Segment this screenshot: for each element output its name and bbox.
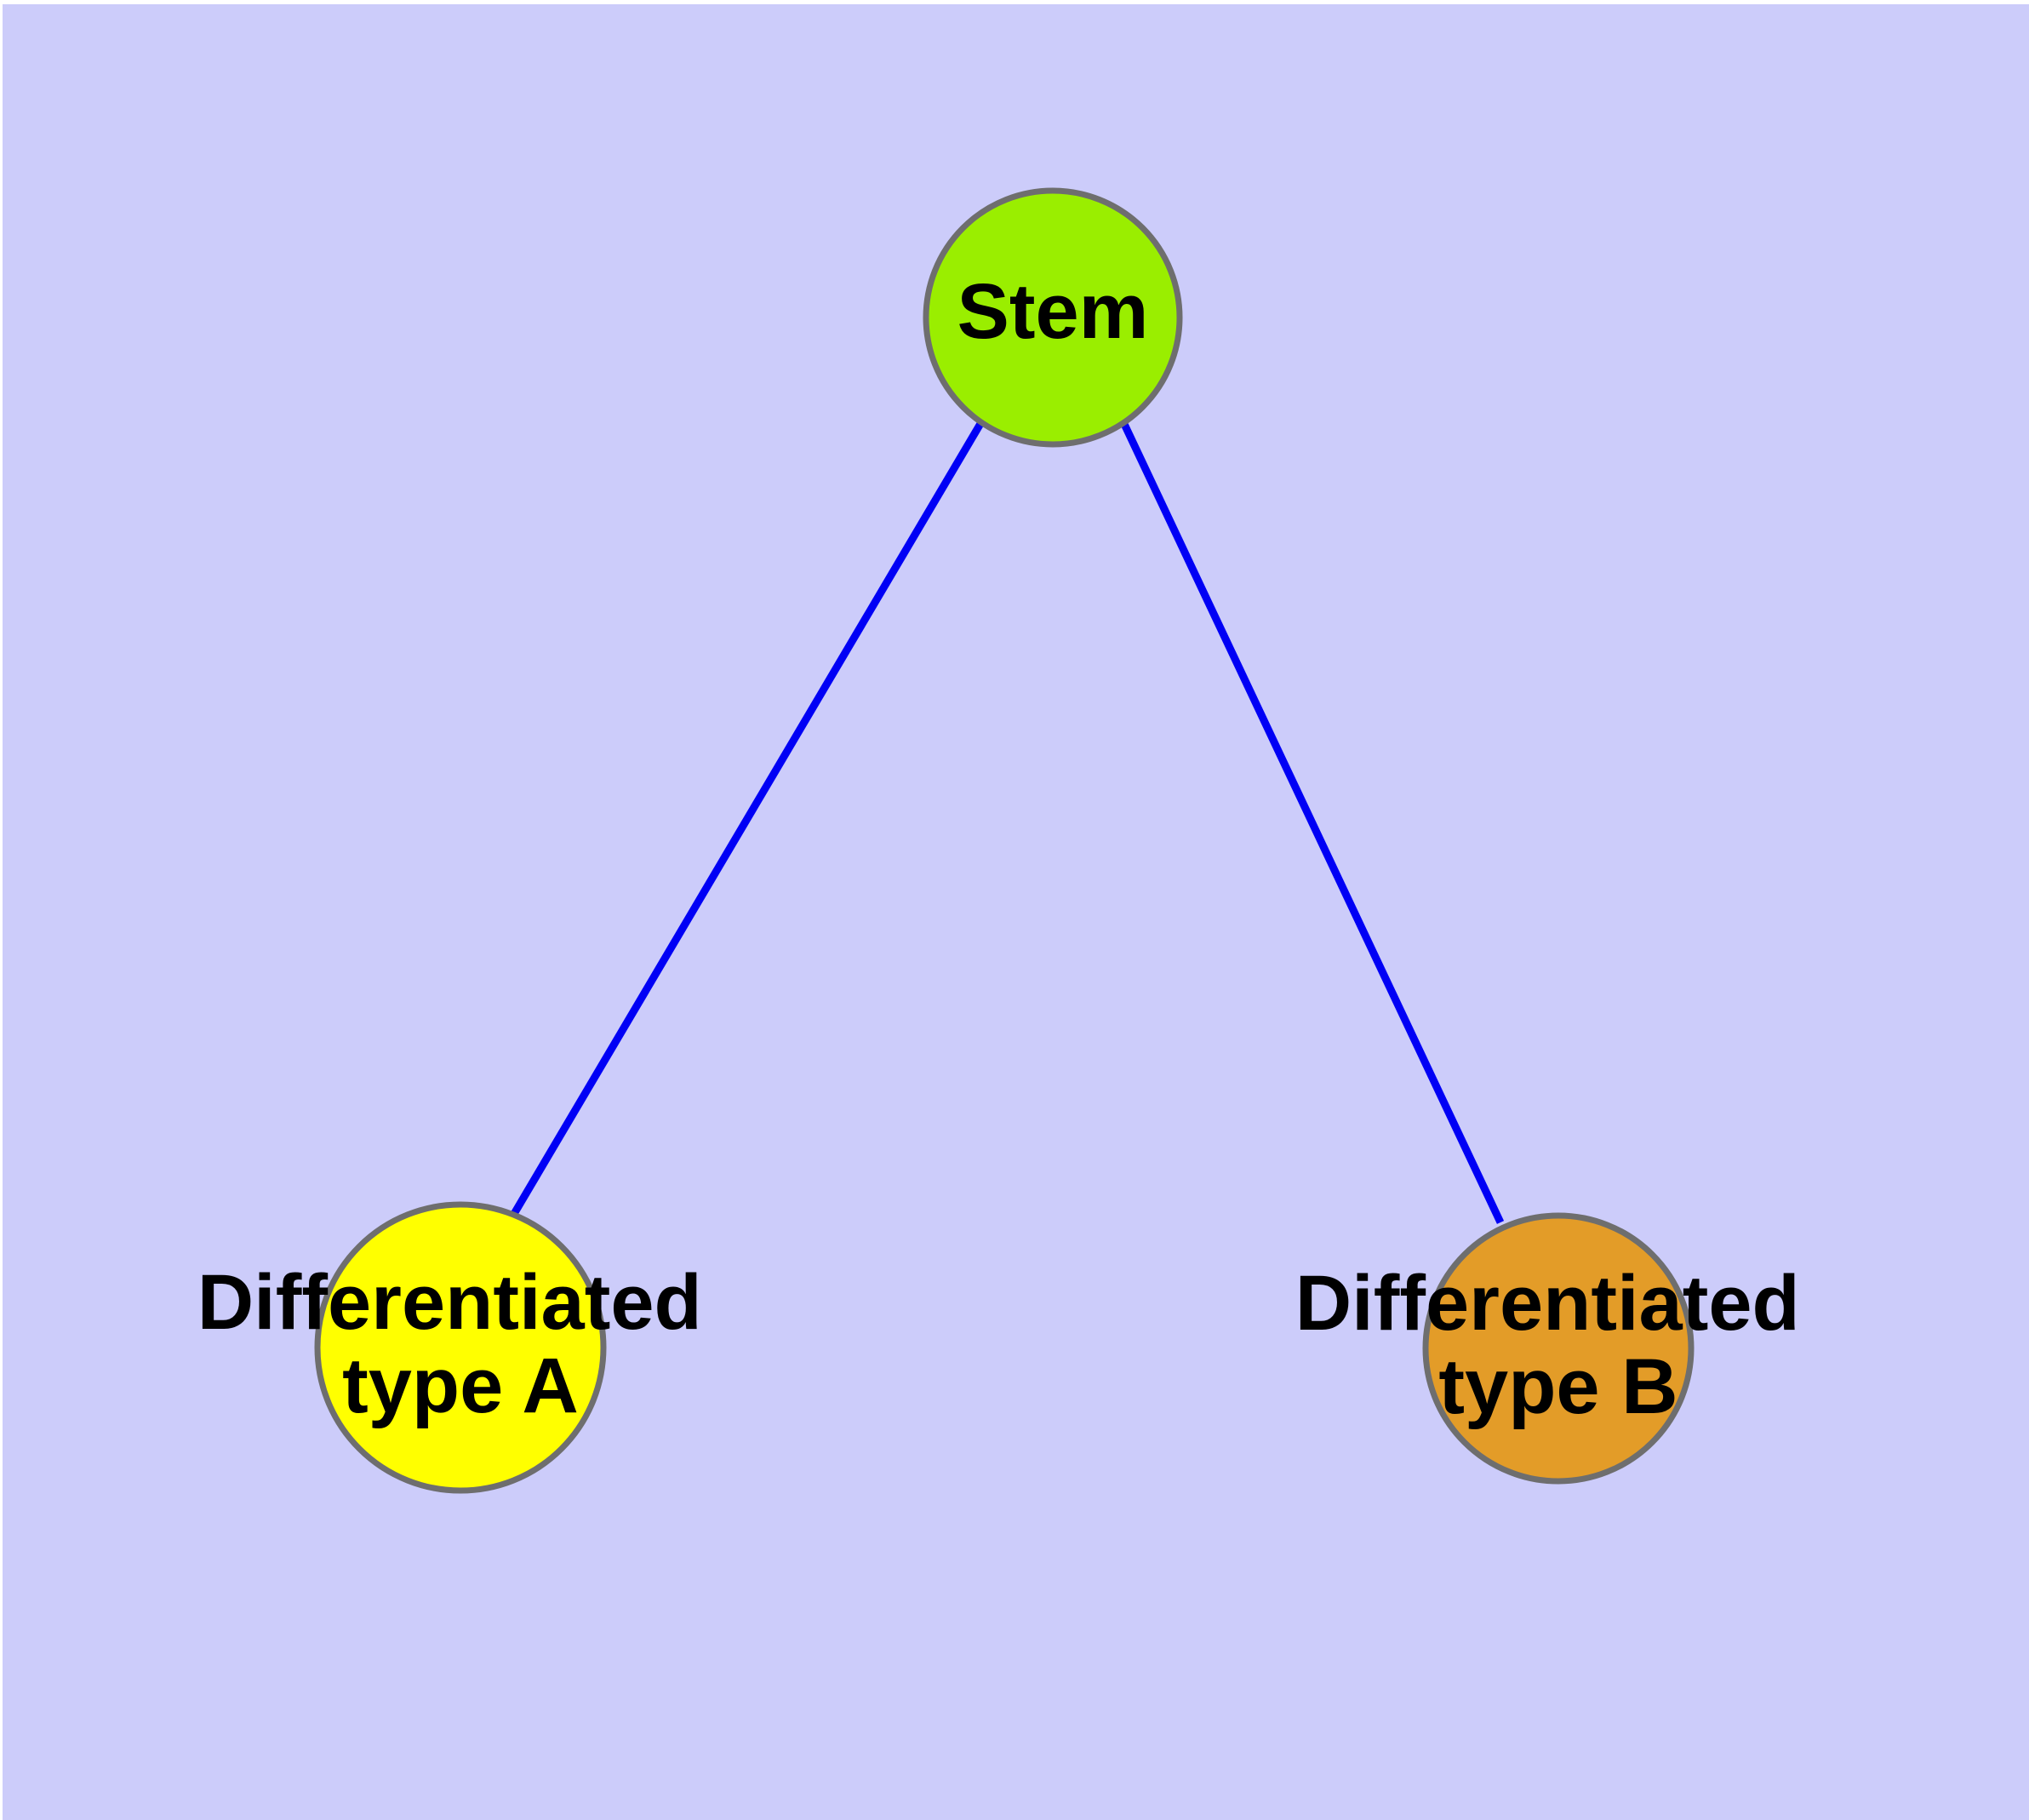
node-layer: Stem Differentiated type A Differentiate… — [197, 187, 1822, 1494]
node-stem-label: Stem — [957, 268, 1149, 355]
node-differentiated-type-b[interactable]: Differentiated type B — [1295, 1212, 1822, 1485]
node-differentiated-type-a-circle[interactable] — [314, 1201, 607, 1494]
edge-stem-to-differentiated-type-a[interactable] — [508, 420, 985, 1221]
node-differentiated-type-b-label-line1: Differentiated — [1295, 1260, 1800, 1347]
node-stem[interactable]: Stem — [923, 187, 1183, 448]
node-differentiated-type-a-label-line2: type A — [342, 1342, 579, 1429]
node-differentiated-type-b-label: Differentiated type B — [1295, 1260, 1822, 1430]
node-differentiated-type-a-label: Differentiated type A — [197, 1259, 724, 1429]
node-stem-circle[interactable] — [923, 187, 1183, 448]
node-differentiated-type-a-label-line1: Differentiated — [197, 1259, 702, 1346]
edge-layer — [508, 420, 1505, 1224]
node-differentiated-type-a[interactable]: Differentiated type A — [197, 1201, 724, 1494]
node-stem-label-line1: Stem — [957, 268, 1149, 355]
node-differentiated-type-b-label-line2: type B — [1438, 1343, 1677, 1430]
edge-stem-to-differentiated-type-b[interactable] — [1119, 421, 1505, 1224]
node-differentiated-type-b-circle[interactable] — [1422, 1212, 1695, 1485]
